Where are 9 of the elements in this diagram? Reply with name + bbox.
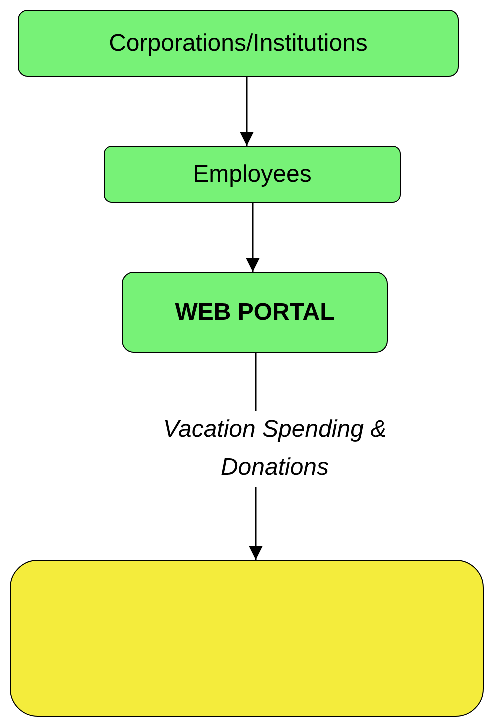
arrow xyxy=(240,77,254,146)
box-label: WEB PORTAL xyxy=(175,298,335,326)
process-box xyxy=(122,272,388,353)
box-label: Corporations/Institutions xyxy=(109,30,368,58)
process-box xyxy=(104,146,401,203)
rounded-box xyxy=(10,560,484,717)
process-box xyxy=(18,10,459,77)
box-label: Employees xyxy=(193,160,312,188)
arrow xyxy=(246,203,260,272)
